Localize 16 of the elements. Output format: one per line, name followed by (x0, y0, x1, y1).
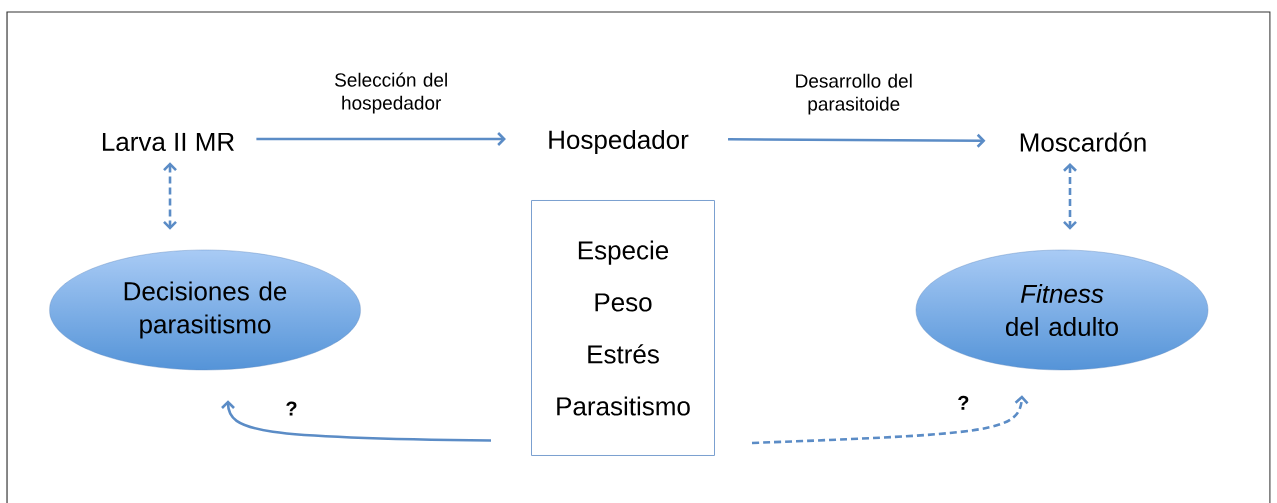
node-label: Moscardón (1020, 132, 1146, 152)
node-label: Larva II MR (102, 132, 234, 152)
arrow (256, 132, 506, 146)
ellipse-node: Fitness del adulto (915, 249, 1209, 371)
edge-label: ? (286, 401, 297, 416)
edge-label: Selección del hospedador (335, 72, 447, 114)
arrow (221, 400, 492, 442)
edge-label: Desarrollo del parasitoide (796, 73, 912, 115)
edge-label: ? (958, 395, 969, 410)
factor-box: Especie Peso Estrés Parasitismo (531, 200, 715, 456)
ellipse-node: Decisiones de parasitismo (49, 249, 361, 371)
arrow (751, 395, 1029, 445)
arrow (728, 133, 986, 148)
arrow (163, 162, 177, 230)
arrow (1063, 162, 1077, 230)
node-label: Hospedador (549, 129, 689, 155)
